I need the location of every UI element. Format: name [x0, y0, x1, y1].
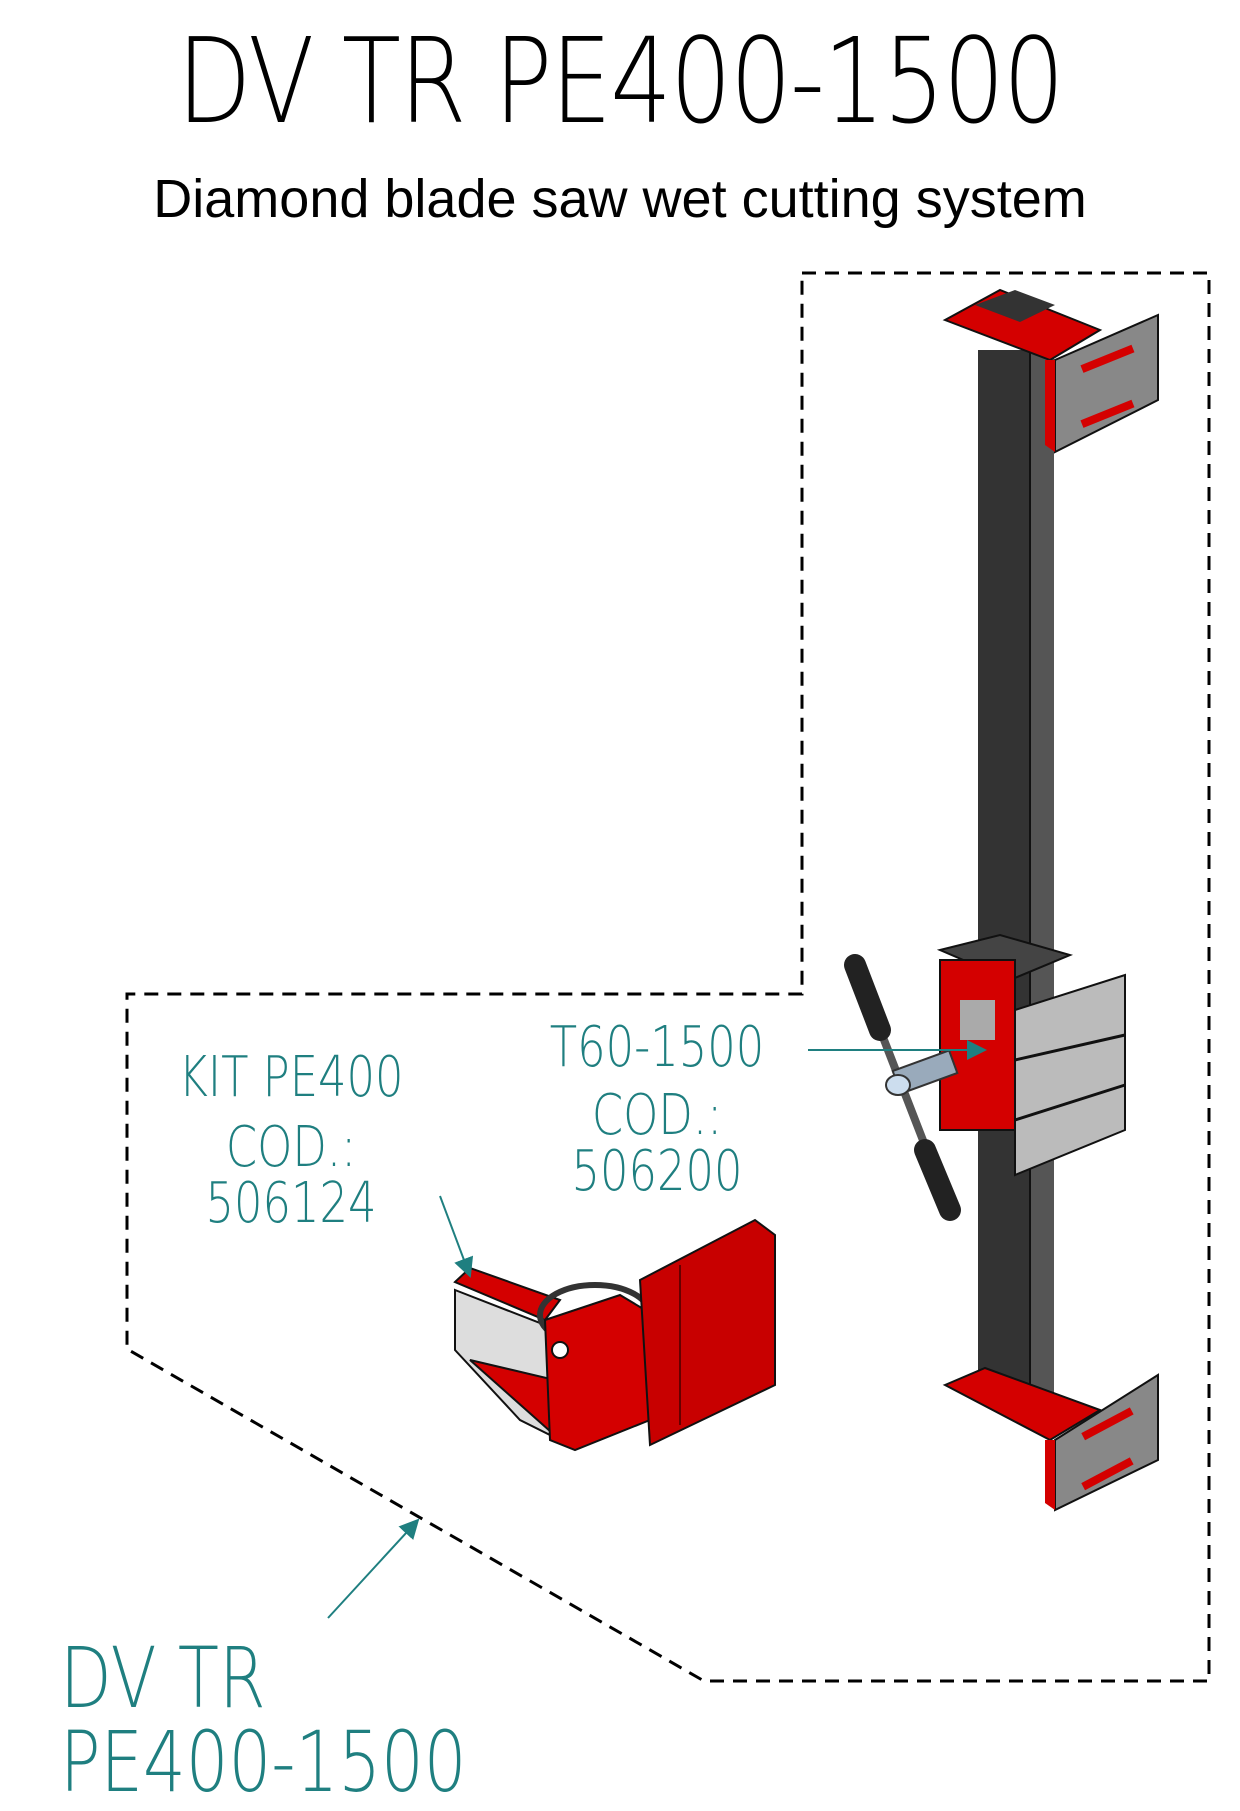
diagram [125, 271, 1211, 1683]
crank-handle [844, 954, 961, 1221]
kit-arrow [439, 1195, 474, 1278]
track-name-label: T60-1500 [549, 1015, 765, 1080]
assembly-arrow [327, 1518, 420, 1619]
assembly-boundary [125, 271, 1211, 1683]
top-bracket [942, 288, 1159, 454]
assembly-label: DV TR PE400-1500 [60, 1629, 467, 1811]
page-subtitle: Diamond blade saw wet cutting system [153, 169, 1087, 229]
track-code-label: COD.: 506200 [571, 1083, 743, 1204]
kit-name-label: KIT PE400 [178, 1045, 404, 1110]
page-title: DV TR PE400-1500 [177, 12, 1065, 150]
kit-pe400 [453, 1218, 776, 1452]
bottom-bracket [942, 1366, 1159, 1512]
kit-code-label: COD.: 506124 [205, 1115, 377, 1236]
track-carriage [936, 933, 1126, 1177]
track-column [978, 350, 1054, 1400]
